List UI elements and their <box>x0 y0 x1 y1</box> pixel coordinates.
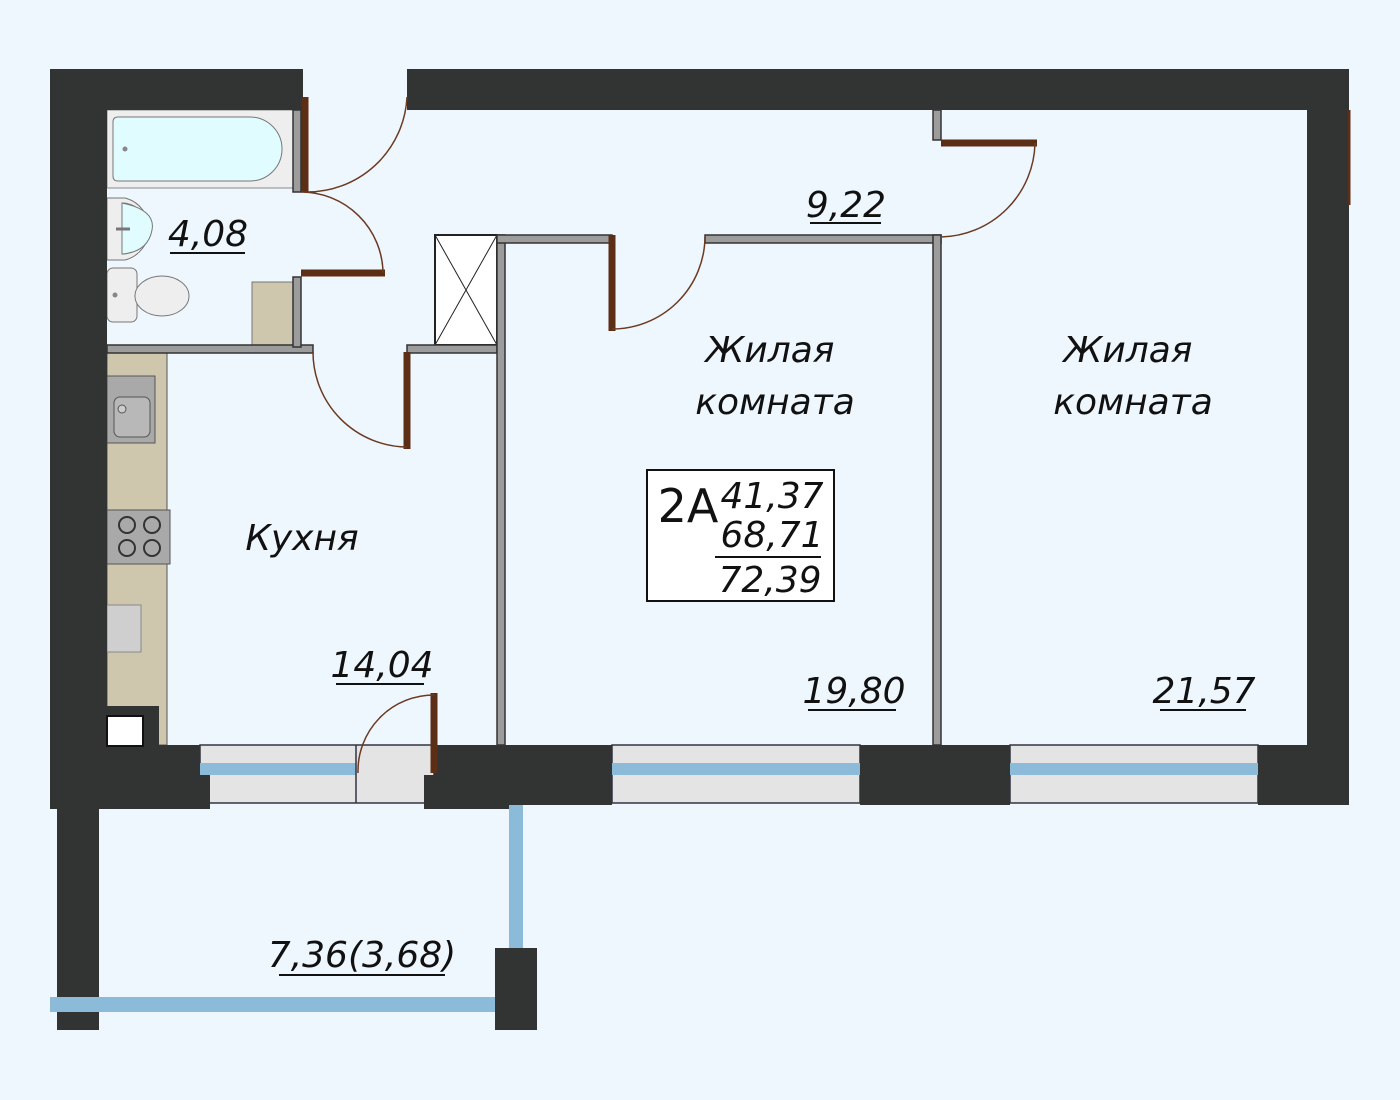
toilet-icon <box>106 267 190 323</box>
window-room1 <box>611 744 861 804</box>
room1-door[interactable] <box>608 235 706 331</box>
entrance-door[interactable] <box>301 96 408 193</box>
stove-icon <box>106 509 171 565</box>
room1-name-line1: Жилая <box>704 330 835 371</box>
apartment-type: 2A <box>658 479 719 533</box>
laundry-niche <box>251 281 294 346</box>
total-with-balcony: 72,39 <box>718 560 821 601</box>
living-area: 41,37 <box>720 476 823 517</box>
room2-area: 21,57 <box>1152 671 1255 712</box>
ventilation-shaft <box>434 234 498 346</box>
exterior-walls <box>50 69 1349 1030</box>
washbasin-icon <box>106 197 153 261</box>
bathtub-icon <box>106 109 294 189</box>
balcony-glazing-side <box>509 805 523 948</box>
apartment-summary: 2A 41,37 68,71 72,39 <box>646 469 835 602</box>
balcony-door[interactable] <box>357 693 438 774</box>
kitchen-name: Кухня <box>245 518 358 559</box>
kitchen-door[interactable] <box>312 351 411 449</box>
room2-name-line2: комната <box>1053 382 1213 423</box>
room1-name-line2: комната <box>695 382 855 423</box>
sink-icon <box>106 375 156 444</box>
room1-area: 19,80 <box>802 671 905 712</box>
room2-name-line1: Жилая <box>1062 330 1193 371</box>
bathroom-area: 4,08 <box>168 214 248 255</box>
balcony-glazing <box>50 997 495 1012</box>
fridge-icon <box>106 604 142 653</box>
window-kitchen <box>199 744 435 804</box>
room2-door[interactable] <box>940 139 1037 238</box>
bathroom-door[interactable] <box>300 191 385 277</box>
corridor-area: 9,22 <box>806 185 886 226</box>
balcony-area: 7,36(3,68) <box>268 935 456 976</box>
kitchen-area: 14,04 <box>330 645 433 686</box>
window-room2 <box>1009 744 1259 804</box>
total-area: 68,71 <box>720 515 823 556</box>
